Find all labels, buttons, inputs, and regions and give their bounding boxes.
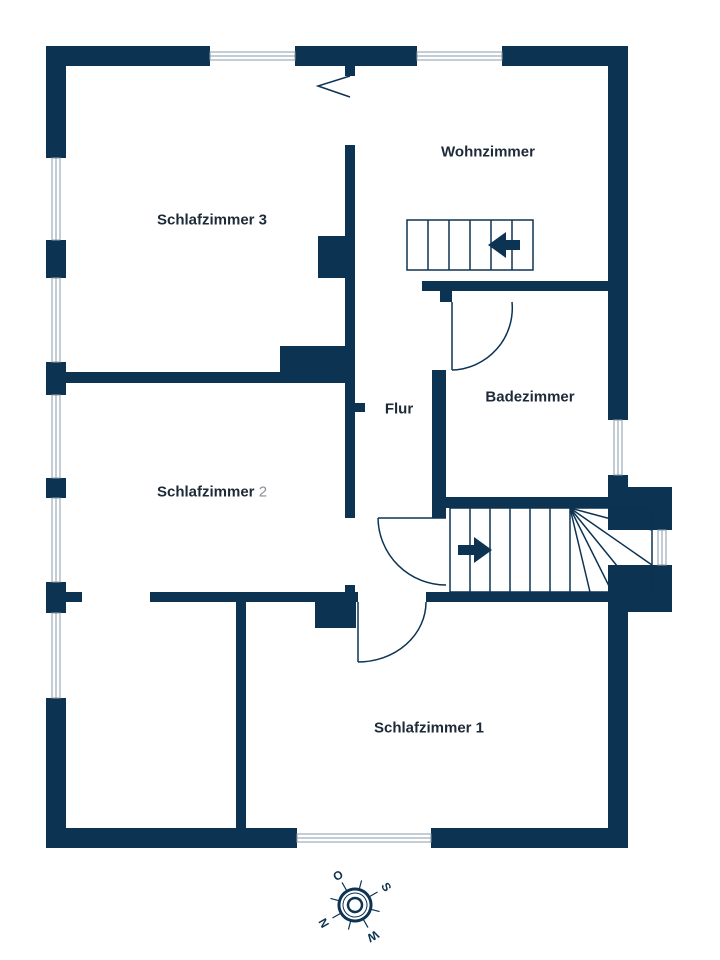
room-name: Schlafzimmer <box>156 483 255 501</box>
room-number: 2 <box>258 483 268 501</box>
room-label-wohnzimmer: Wohnzimmer <box>441 143 535 161</box>
room-label-flur: Flur <box>384 400 414 418</box>
compass-east: O <box>330 867 345 884</box>
compass-west: W <box>364 927 381 945</box>
room-label-schlafzimmer-3: Schlafzimmer 3 <box>156 211 268 229</box>
upper-stairs <box>406 219 534 271</box>
compass-icon: O S W N <box>316 867 395 945</box>
stairs-arrow-right-icon <box>458 537 492 563</box>
interior-walls <box>66 66 628 828</box>
stairs-arrow-left-icon <box>488 232 520 258</box>
windows <box>51 51 667 843</box>
room-label-schlafzimmer-1: Schlafzimmer 1 <box>373 719 485 737</box>
outer-walls <box>46 46 672 848</box>
compass-north: N <box>316 916 332 931</box>
room-label-schlafzimmer-2: Schlafzimmer 2 <box>157 484 267 501</box>
compass-south: S <box>378 880 394 894</box>
lower-stairs <box>449 507 653 593</box>
room-label-badezimmer: Badezimmer <box>485 388 575 406</box>
doors <box>315 75 514 663</box>
